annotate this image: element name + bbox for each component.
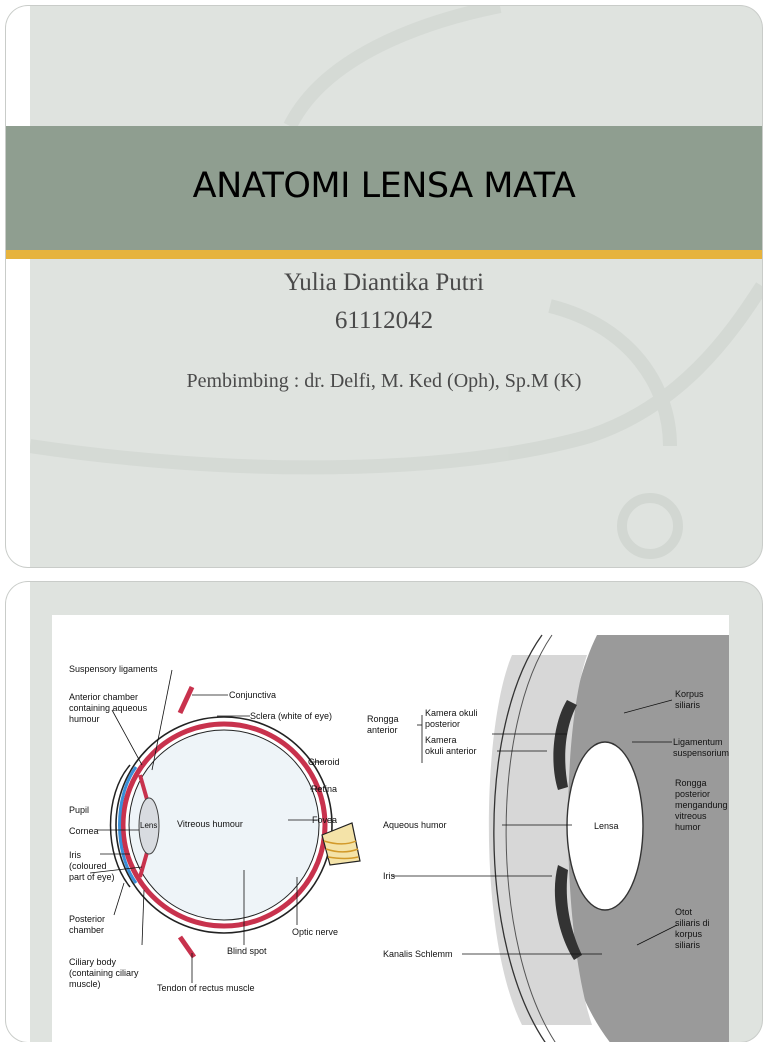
label-rongga-posterior-2: posterior: [675, 789, 710, 799]
label-ciliary-3: muscle): [69, 979, 101, 989]
label-iris-3: part of eye): [69, 872, 115, 882]
label-ciliary-2: (containing ciliary: [69, 968, 139, 978]
label-anterior-chamber-2: containing aqueous: [69, 703, 148, 713]
label-pupil: Pupil: [69, 805, 89, 815]
label-ligamentum-2: suspensorium: [673, 748, 729, 758]
vitreous-area: [128, 729, 320, 921]
label-anterior-chamber-1: Anterior chamber: [69, 692, 138, 702]
eye-anatomy-slide: Suspensory ligaments Anterior chamber co…: [6, 582, 762, 1042]
label-rongga-posterior-5: humor: [675, 822, 701, 832]
label-lensa: Lensa: [594, 821, 619, 831]
label-otot-2: siliaris di: [675, 918, 710, 928]
label-suspensory-ligaments: Suspensory ligaments: [69, 664, 158, 674]
label-choroid: Choroid: [308, 757, 340, 767]
label-otot-1: Otot: [675, 907, 693, 917]
label-iris-1: Iris: [69, 850, 81, 860]
stethoscope-background-art: [30, 6, 762, 559]
eye-cross-section-labels: Suspensory ligaments Anterior chamber co…: [69, 664, 340, 993]
iris-lower-shape: [554, 865, 582, 960]
label-rongga-anterior-2: anterior: [367, 725, 398, 735]
label-blind-spot: Blind spot: [227, 946, 267, 956]
advisor-line: Pembimbing : dr. Delfi, M. Ked (Oph), Sp…: [186, 370, 582, 392]
label-aqueous-humor: Aqueous humor: [383, 820, 447, 830]
slide-left-strip: [6, 582, 30, 1042]
accent-line: [6, 250, 762, 259]
label-kamera-anterior-2: okuli anterior: [425, 746, 477, 756]
label-tendon: Tendon of rectus muscle: [157, 983, 255, 993]
lens-region-labels: Rongga anterior Kamera okuli posterior K…: [367, 689, 729, 959]
label-conjunctiva: Conjunctiva: [229, 690, 276, 700]
label-fovea: Fovea: [312, 815, 337, 825]
label-kamera-anterior-1: Kamera: [425, 735, 457, 745]
label-kamera-posterior-2: posterior: [425, 719, 460, 729]
label-rongga-anterior-1: Rongga: [367, 714, 399, 724]
label-iris-2: (coloured: [69, 861, 107, 871]
eye-cross-section-diagram: [89, 669, 361, 983]
label-optic-nerve: Optic nerve: [292, 927, 338, 937]
label-posterior-1: Posterior: [69, 914, 105, 924]
label-kamera-posterior-1: Kamera okuli: [425, 708, 478, 718]
lensa-shape: [566, 741, 644, 911]
label-kanalis-schlemm: Kanalis Schlemm: [383, 949, 453, 959]
title-slide: ANATOMI LENSA MATA Yulia Diantika Putri …: [6, 6, 762, 567]
label-korpus-2: siliaris: [675, 700, 701, 710]
lens-region-diagram: [392, 634, 729, 1042]
cornea-shape: [109, 764, 131, 888]
label-korpus-1: Korpus: [675, 689, 704, 699]
student-id: 61112042: [334, 307, 434, 334]
label-posterior-2: chamber: [69, 925, 104, 935]
author-name: Yulia Diantika Putri: [284, 269, 484, 296]
label-vitreous-humour: Vitreous humour: [177, 819, 243, 829]
label-otot-3: korpus: [675, 929, 703, 939]
label-anterior-chamber-3: humour: [69, 714, 100, 724]
rectus-muscle-top: [177, 685, 195, 715]
slide-title: ANATOMI LENSA MATA: [192, 166, 576, 206]
label-rongga-posterior-3: mengandung: [675, 800, 728, 810]
choroid-layer: [120, 721, 328, 929]
slide-left-strip: [6, 6, 30, 567]
label-lens: Lens: [140, 821, 157, 830]
label-rongga-posterior-1: Rongga: [675, 778, 707, 788]
label-iris: Iris: [383, 871, 395, 881]
label-otot-4: siliaris: [675, 940, 701, 950]
label-sclera: Sclera (white of eye): [250, 711, 332, 721]
eye-anatomy-figure: Suspensory ligaments Anterior chamber co…: [52, 615, 729, 1042]
aqueous-shape: [118, 766, 138, 884]
label-cornea: Cornea: [69, 826, 99, 836]
label-ciliary-1: Ciliary body: [69, 957, 117, 967]
label-rongga-posterior-4: vitreous: [675, 811, 707, 821]
iris-upper-shape: [553, 700, 577, 790]
label-retina: Retina: [311, 784, 337, 794]
title-bar: [6, 126, 762, 250]
lens-shape: [138, 797, 160, 855]
label-ligamentum-1: Ligamentum: [673, 737, 723, 747]
